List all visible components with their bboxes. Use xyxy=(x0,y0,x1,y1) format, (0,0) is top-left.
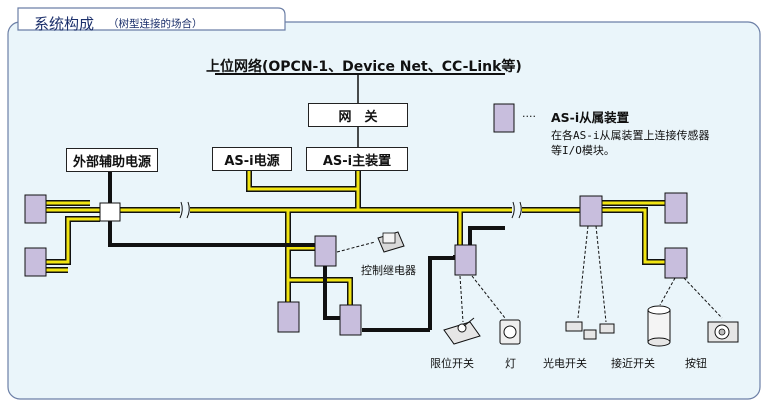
slave-right-center xyxy=(454,244,477,276)
photo-switch-label: 光电开关 xyxy=(543,357,587,370)
as-i-power-box: AS-i电源 xyxy=(212,147,292,171)
sensor-links xyxy=(336,225,723,323)
external-power-box: 外部辅助电源 xyxy=(66,148,158,172)
slave-far-right-bottom xyxy=(664,247,688,279)
lamp-icon xyxy=(499,319,521,345)
slave-center xyxy=(314,235,337,267)
legend-slave-icon xyxy=(493,103,515,133)
header-tab xyxy=(17,7,286,31)
junction-box xyxy=(99,202,121,222)
legend-dots: ···· xyxy=(522,110,536,123)
slave-left-top xyxy=(24,194,47,224)
slave-far-right-top xyxy=(664,192,688,224)
proximity-switch-label: 接近开关 xyxy=(611,357,655,370)
as-i-bus xyxy=(45,170,665,305)
photo-switch-icon xyxy=(565,321,615,340)
slave-right-hub xyxy=(579,195,603,227)
slave-left-bottom xyxy=(24,247,47,277)
legend-line2: 等I/O模块。 xyxy=(551,144,615,157)
slave-bottom-right xyxy=(339,304,362,336)
as-i-master-box: AS-i主装置 xyxy=(306,147,408,171)
header-title: 系统构成 xyxy=(34,15,95,33)
gateway-box: 网 关 xyxy=(308,103,408,127)
slave-bottom-left xyxy=(277,301,300,333)
limit-switch-label: 限位开关 xyxy=(430,357,474,370)
lamp-label: 灯 xyxy=(505,357,516,370)
limit-switch-icon xyxy=(443,317,481,345)
legend-line1: 在各AS-i从属装置上连接传感器 xyxy=(551,129,710,142)
header-subtitle: （树型连接的场合） xyxy=(108,18,203,30)
button-label: 按钮 xyxy=(685,357,707,370)
relay-label: 控制继电器 xyxy=(361,264,416,277)
legend-title: AS-i从属装置 xyxy=(551,110,630,125)
button-icon xyxy=(707,321,739,343)
relay-icon xyxy=(377,231,405,253)
upper-network-label: 上位网络(OPCN-1、Device Net、CC-Link等) xyxy=(206,59,522,75)
proximity-switch-icon xyxy=(647,305,671,347)
as-i-slaves xyxy=(24,103,688,336)
bus-break-marks xyxy=(179,201,522,219)
